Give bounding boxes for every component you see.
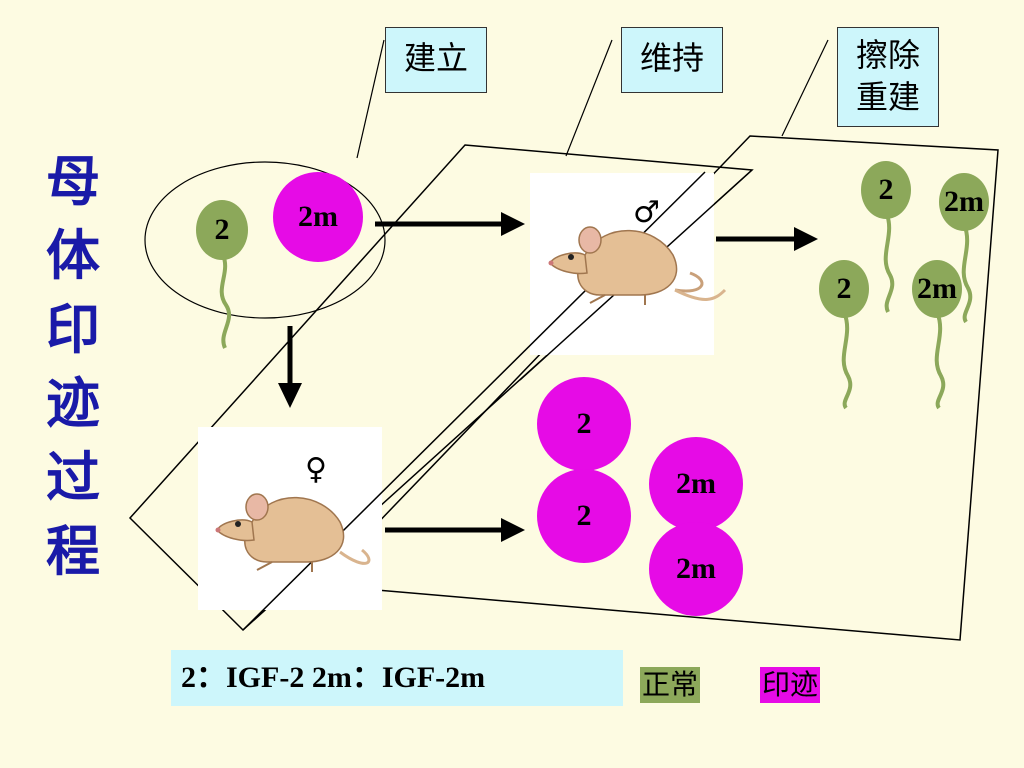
- zygote-egg-label: 2m: [298, 200, 338, 233]
- egg-label: 2: [576, 407, 592, 440]
- female-mouse: [215, 493, 371, 572]
- zygote-sperm-head: [196, 200, 248, 260]
- arrow-to-male: [375, 212, 525, 236]
- vertical-title: 母 体 印 迹 过 程: [38, 145, 108, 589]
- stage-label-erase-line2: 重建: [855, 78, 920, 116]
- callout-line-maintain: [565, 39, 613, 157]
- legend-imprint: 印迹: [760, 667, 821, 703]
- callout-line-establish: [356, 39, 385, 159]
- egg-label: 2m: [676, 467, 716, 500]
- title-char: 体: [46, 224, 100, 287]
- sperm-4: [912, 260, 962, 410]
- sperm-label: 2: [878, 173, 894, 206]
- female-symbol: ♀: [305, 452, 327, 487]
- male-mouse: [548, 226, 727, 305]
- egg-3: [649, 437, 743, 531]
- arrow-to-sperm: [716, 227, 818, 251]
- legend-definition: 2：IGF-2 2m：IGF-2m: [171, 650, 623, 706]
- sperm-3: [819, 260, 869, 410]
- male-symbol: ♂: [633, 195, 660, 230]
- arrow-to-eggs: [385, 518, 525, 542]
- legend-normal: 正常: [640, 667, 701, 703]
- stage-label-erase: 擦除 重建: [837, 27, 939, 127]
- title-char: 程: [46, 520, 100, 583]
- stage-label-maintain: 维持: [621, 27, 723, 93]
- egg-2: [537, 469, 631, 563]
- title-char: 印: [46, 298, 100, 361]
- arrow-to-female: [278, 326, 302, 408]
- stage-label-establish: 建立: [385, 27, 487, 93]
- zygote-sperm-tail: [219, 252, 232, 349]
- stage-label-erase-line1: 擦除: [855, 36, 920, 74]
- egg-label: 2m: [676, 552, 716, 585]
- egg-1: [537, 377, 631, 471]
- erasure-panel: [316, 135, 999, 641]
- zygote-egg: [273, 172, 363, 262]
- title-char: 母: [46, 150, 100, 213]
- title-char: 过: [46, 446, 100, 509]
- sperm-label: 2m: [944, 185, 984, 218]
- egg-4: [649, 522, 743, 616]
- title-char: 迹: [46, 372, 100, 435]
- sperm-label: 2: [836, 272, 852, 305]
- sperm-1: [861, 161, 911, 313]
- sperm-label: 2m: [917, 272, 957, 305]
- zygote-sperm-label: 2: [214, 213, 230, 246]
- zygote-oval: [144, 161, 386, 319]
- sperm-2: [939, 173, 989, 324]
- callout-line-erase: [781, 39, 829, 137]
- egg-label: 2: [576, 499, 592, 532]
